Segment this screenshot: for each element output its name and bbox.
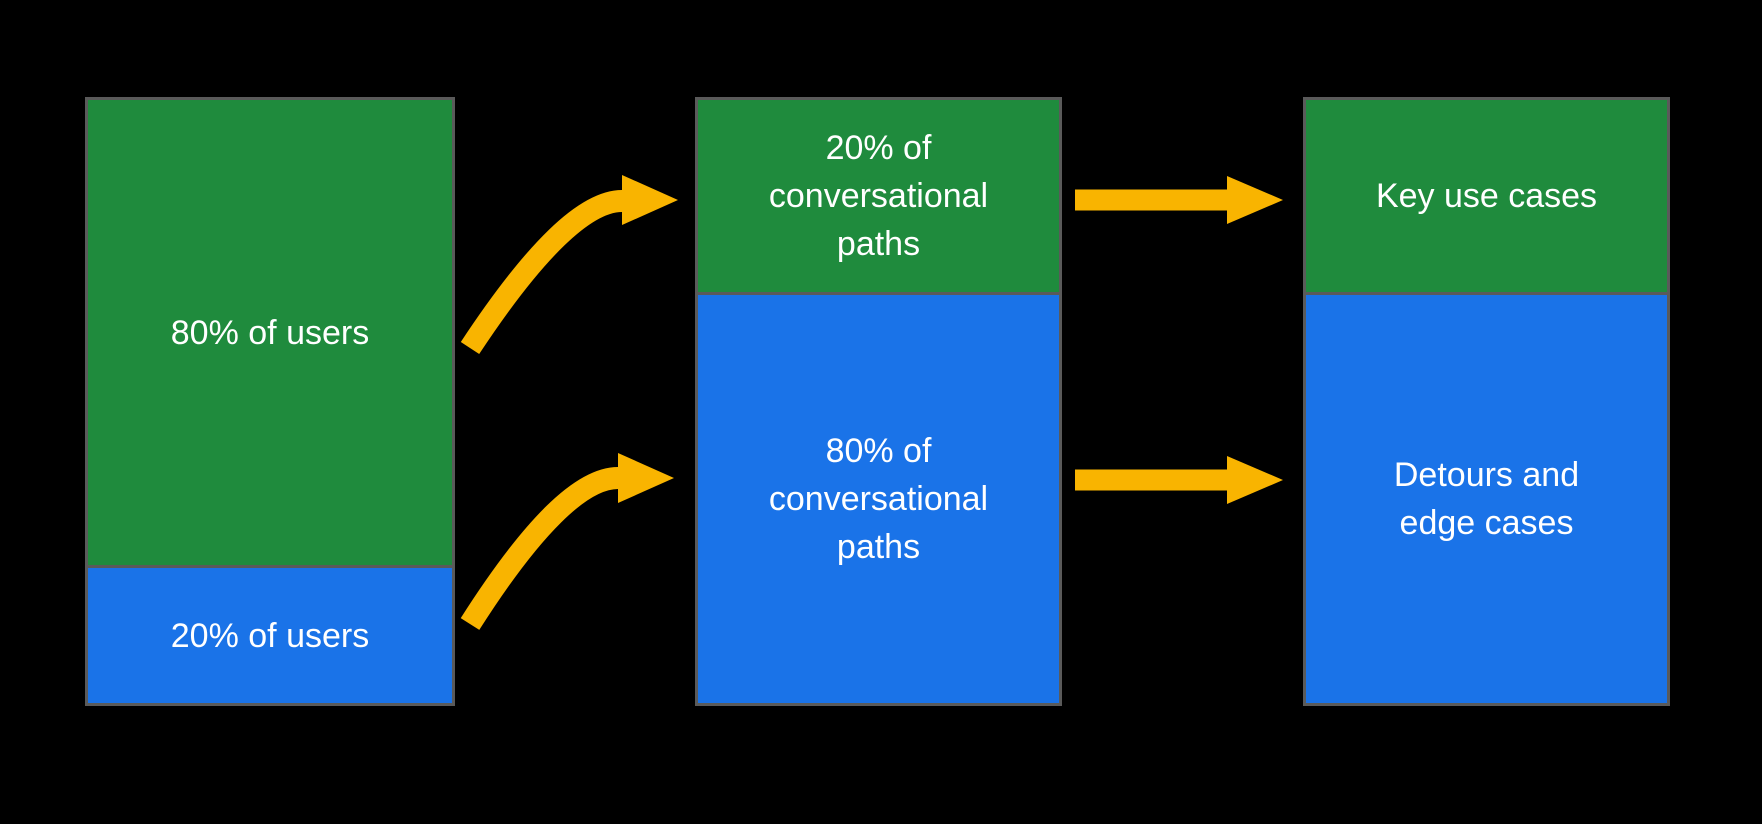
curved-arrow-top-head-icon [622,175,678,225]
segment-detours-edge-cases: Detours and edge cases [1303,292,1670,706]
curved-arrow-bottom-icon [460,467,619,630]
segment-detours-edge-cases-label: Detours and edge cases [1393,456,1580,542]
straight-arrow-top-head-icon [1227,176,1283,224]
segment-users-20: 20% of users [85,565,455,706]
segment-paths-80-label: 80% of conversational paths [768,432,989,566]
segment-users-80-label: 80% of users [170,313,370,352]
segment-key-use-cases: Key use cases [1303,97,1670,295]
segment-users-80: 80% of users [85,97,455,568]
curved-arrow-top-icon [460,190,623,355]
segment-paths-20: 20% of conversational paths [695,97,1062,295]
straight-arrow-bottom-head-icon [1227,456,1283,504]
segment-key-use-cases-label: Key use cases [1375,177,1598,215]
segment-paths-20-label: 20% of conversational paths [768,129,989,263]
curved-arrow-bottom-head-icon [618,453,674,503]
column-users: 80% of users 20% of users [85,97,455,706]
segment-paths-80: 80% of conversational paths [695,292,1062,706]
column-outcomes: Key use cases Detours and edge cases [1303,97,1670,706]
column-conversational-paths: 20% of conversational paths 80% of conve… [695,97,1062,706]
segment-users-20-label: 20% of users [170,616,370,655]
